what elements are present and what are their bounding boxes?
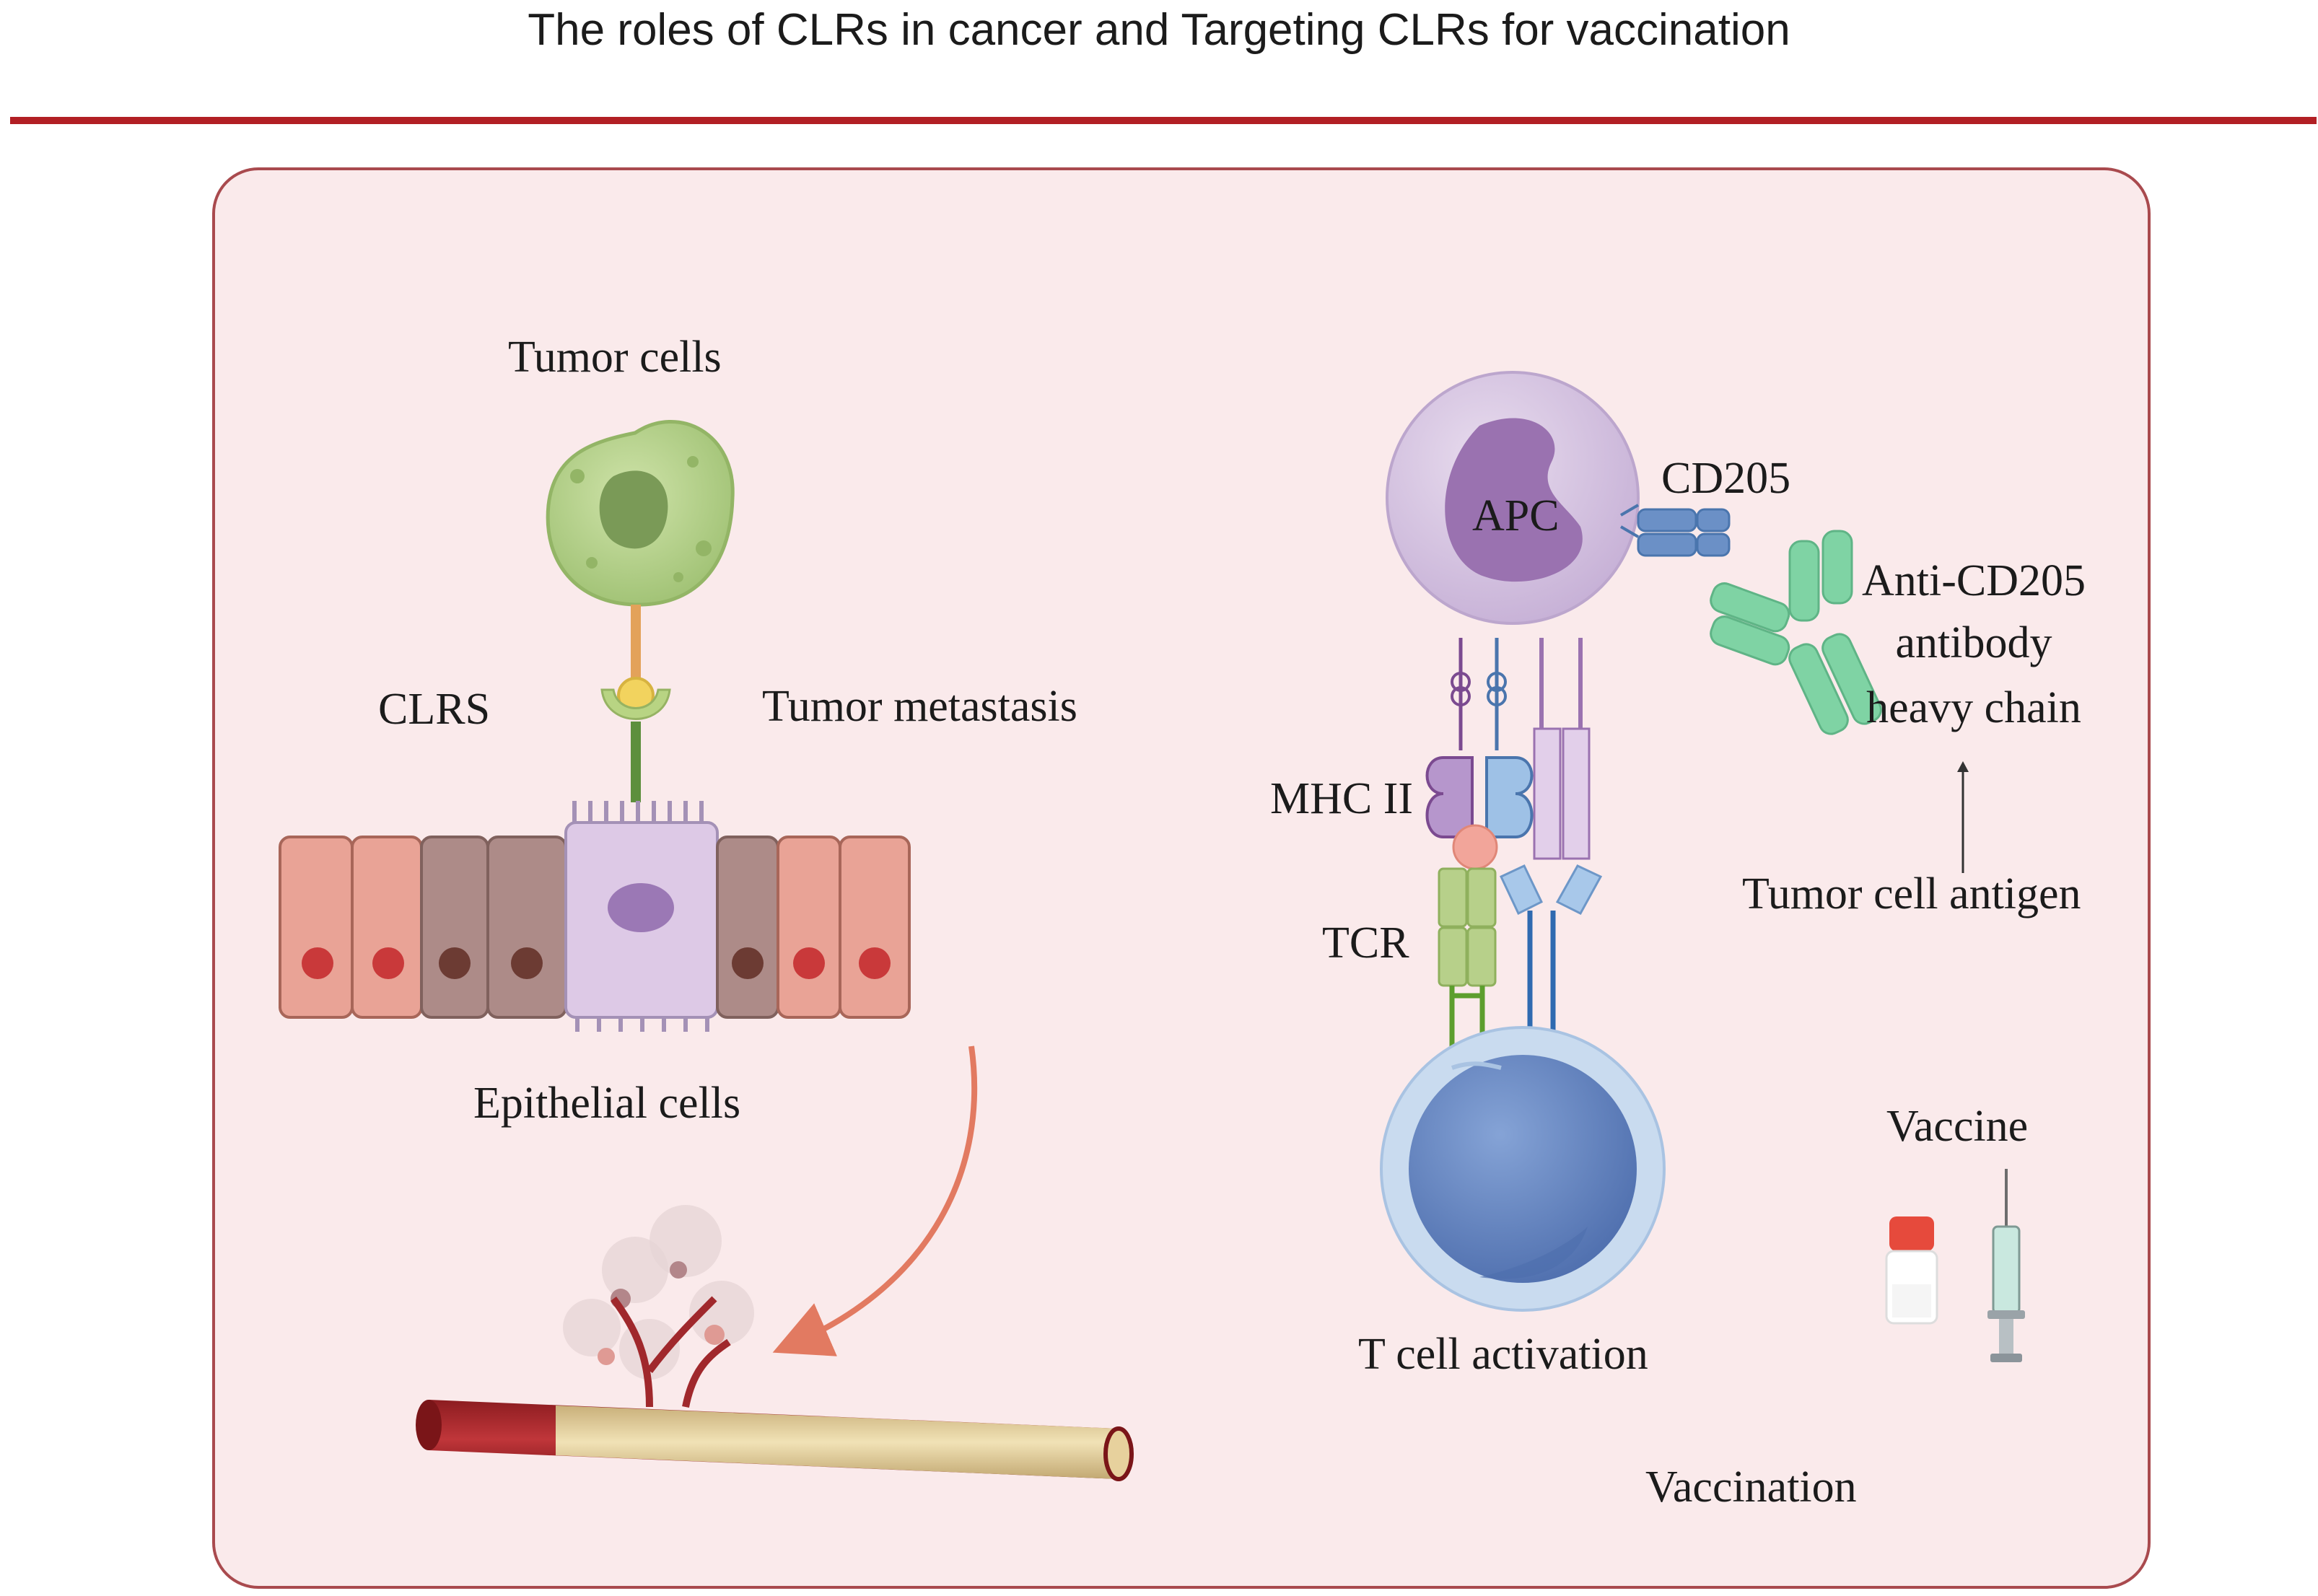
cd205-receptor: [1619, 504, 1731, 557]
cd205-label: CD205: [1661, 454, 1791, 503]
vaccine-label: Vaccine: [1886, 1102, 2029, 1151]
tumor-metastasis-label: Tumor metastasis: [762, 682, 1077, 731]
tcr-label: TCR: [1322, 918, 1409, 968]
epithelial-cells-label: Epithelial cells: [473, 1079, 741, 1128]
title-divider: [10, 117, 2317, 124]
tumor-cells-label: Tumor cells: [508, 333, 722, 382]
blood-vessel-tumor: [416, 1205, 1134, 1481]
antibody-label-line3: heavy chain: [1866, 683, 2081, 732]
antibody-label-line2: antibody: [1895, 618, 2052, 667]
apc-label: APC: [1472, 491, 1560, 540]
vaccine-vial: [1885, 1216, 1938, 1325]
vaccination-label: Vaccination: [1645, 1463, 1857, 1512]
tumor-cell-antigen-label: Tumor cell antigen: [1742, 869, 2081, 918]
syringe: [1987, 1169, 2025, 1362]
metastasis-arrow: [772, 1045, 978, 1356]
t-cell-activation-label: T cell activation: [1358, 1330, 1648, 1379]
tumor-cell: [546, 420, 735, 607]
antibody-label-line1: Anti-CD205: [1862, 556, 2086, 605]
antibody: [1710, 530, 1882, 735]
clrs-label: CLRS: [378, 685, 491, 734]
apc-cell: [1386, 371, 1640, 625]
epithelial-cell-row: [279, 801, 911, 1032]
mhc-tcr-synapse: [1425, 638, 1603, 1053]
page-title: The roles of CLRs in cancer and Targetin…: [528, 5, 1790, 55]
t-cell: [1380, 1026, 1666, 1312]
clr-receptor: [600, 605, 671, 802]
mhc-ii-label: MHC II: [1270, 774, 1414, 823]
